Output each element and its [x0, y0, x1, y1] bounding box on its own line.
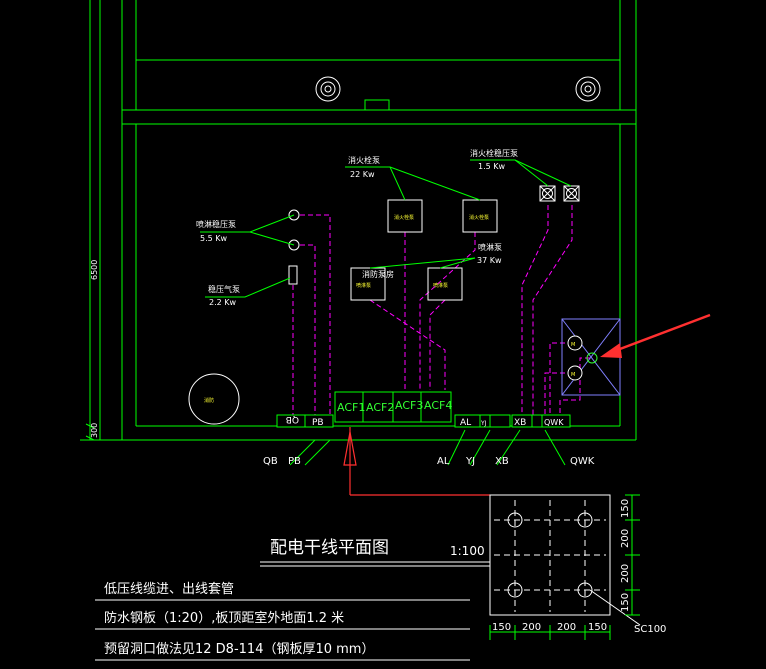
- sump-pit: M M: [561, 318, 621, 396]
- fire-boost-pump-1: [539, 185, 556, 202]
- label-fire-boost-power: 1.5 Kw: [478, 162, 506, 171]
- note-line-1: 低压线缆进、出线套管: [104, 581, 234, 597]
- red-arrow-incoming: [343, 427, 490, 496]
- steel-plate-detail: [489, 494, 641, 640]
- drawing-title: 配电干线平面图: [270, 538, 389, 558]
- dimension-height: 6500: [90, 260, 99, 280]
- title-underline: [260, 561, 490, 567]
- panel-row: [276, 391, 571, 428]
- plate-dim-b1: 200: [522, 622, 541, 633]
- pressure-tank: [288, 265, 298, 285]
- spray-boost-pump-2: [288, 239, 300, 251]
- below-yj: YJ: [465, 456, 475, 467]
- label-pressure-tank: 稳压气泵: [208, 284, 240, 294]
- svg-text:M: M: [571, 342, 575, 348]
- plate-dim-r3: 150: [620, 593, 631, 612]
- spray-boost-pump-1: [288, 209, 300, 221]
- spray-pump-box-b-text: 喷淋泵: [433, 282, 448, 289]
- panel-al: AL: [460, 418, 471, 428]
- cable-routes: [292, 205, 590, 415]
- label-pump-room: 消防泵房: [362, 269, 394, 279]
- plate-dim-b3: 150: [588, 622, 607, 633]
- dimension-bottom: 300: [90, 423, 99, 438]
- below-al: AL: [437, 456, 450, 467]
- below-qb: QB: [263, 456, 278, 467]
- label-spray-boost-power: 5.5 Kw: [200, 234, 228, 243]
- note-line-3: 预留洞口做法见12 D8-114（钢板厚10 mm）: [104, 642, 374, 657]
- plate-dim-r1: 200: [620, 529, 631, 548]
- plate-dim-b2: 200: [557, 622, 576, 633]
- label-spray-boost-pump: 喷淋稳压泵: [196, 219, 236, 229]
- roof-drain-left: [315, 76, 341, 102]
- label-leaders: [200, 159, 572, 466]
- spray-pump-box-a: [350, 267, 386, 301]
- panel-acf4: ACF4: [424, 399, 452, 412]
- fire-pump-box-a-text: 消火栓泵: [394, 214, 414, 221]
- panel-qwk: QWK: [544, 418, 564, 427]
- panel-xb: XB: [514, 418, 526, 428]
- notes-frame: [95, 599, 470, 661]
- fire-boost-pump-2: [563, 185, 580, 202]
- spray-pump-box-a-text: 喷淋泵: [356, 282, 371, 289]
- label-fire-pump-power: 22 Kw: [350, 170, 375, 179]
- red-pointer-arrow: [600, 313, 711, 358]
- below-qwk: QWK: [570, 456, 595, 467]
- label-spray-pump-power: 37 Kw: [477, 256, 502, 265]
- label-spray-pump: 喷淋泵: [478, 242, 502, 252]
- roof-drain-right: [575, 76, 601, 102]
- label-fire-boost-pump: 消火栓稳压泵: [470, 148, 518, 158]
- sleeve-label: SC100: [634, 624, 666, 635]
- panel-yj: YJ: [480, 420, 487, 427]
- panel-acf1: ACF1: [337, 401, 365, 414]
- plate-dim-r2: 200: [620, 564, 631, 583]
- svg-text:消防: 消防: [204, 397, 214, 404]
- spray-pump-box-b: [427, 267, 463, 301]
- plate-dim-b0: 150: [492, 622, 511, 633]
- panel-acf2: ACF2: [366, 401, 394, 414]
- label-fire-pump: 消火栓泵: [348, 155, 380, 165]
- below-xb: XB: [495, 456, 509, 467]
- building-walls: [80, 0, 637, 441]
- panel-acf3: ACF3: [395, 399, 423, 412]
- side-dimension: [85, 0, 95, 441]
- note-line-2: 防水钢板（1:20）,板顶距室外地面1.2 米: [104, 610, 344, 626]
- water-tank-circle: 消防: [188, 373, 240, 425]
- drawing-scale: 1:100: [450, 544, 485, 558]
- svg-text:M: M: [571, 372, 575, 378]
- fire-pump-box-b-text: 消火栓泵: [469, 214, 489, 221]
- below-pb: PB: [288, 456, 301, 467]
- panel-qb: QB: [286, 414, 299, 424]
- label-pressure-tank-power: 2.2 Kw: [209, 298, 237, 307]
- plate-dim-r0: 150: [620, 499, 631, 518]
- panel-pb: PB: [312, 418, 324, 428]
